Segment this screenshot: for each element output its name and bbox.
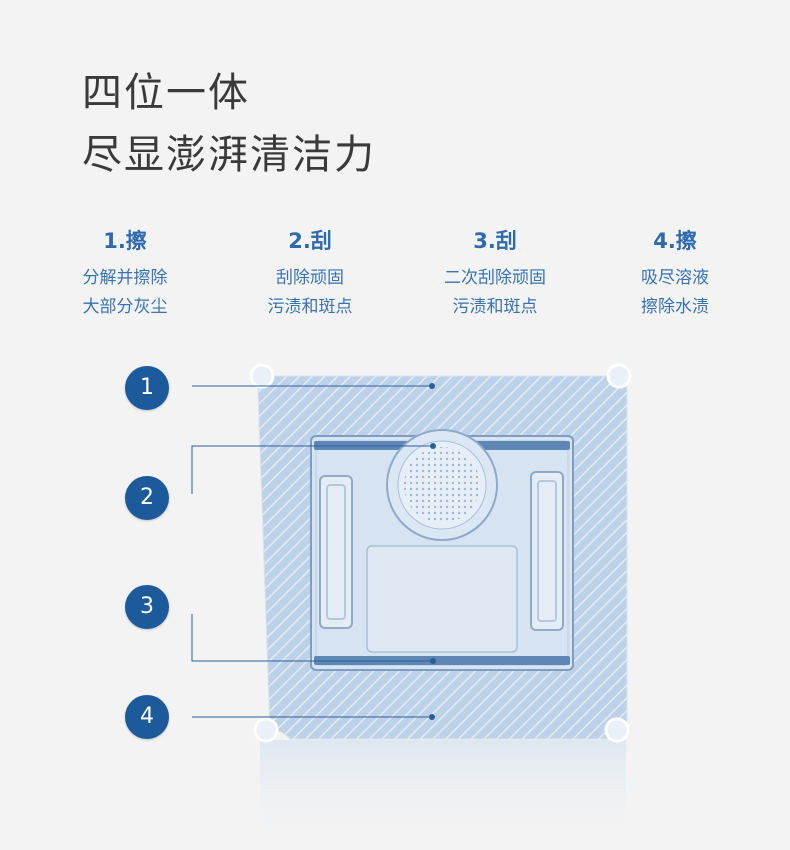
feature-title: 3.刮	[473, 229, 517, 253]
headline-line-1: 四位一体	[82, 70, 250, 116]
headline: 四位一体 尽显澎湃清洁力	[82, 62, 376, 186]
feature-title: 2.刮	[288, 229, 332, 253]
callout-badge-2: 2	[125, 476, 169, 520]
corner-marker-icon	[253, 717, 279, 743]
headline-line-2: 尽显澎湃清洁力	[82, 132, 376, 178]
center-panel	[366, 545, 518, 653]
scraper-bottom	[314, 656, 570, 665]
feature-desc-line-2: 污渍和斑点	[267, 297, 353, 317]
feature-desc-line-1: 二次刮除顽固	[444, 268, 546, 288]
corner-marker-icon	[249, 363, 275, 389]
callout-line-3	[191, 614, 433, 662]
feature-title: 4.擦	[653, 229, 697, 253]
callout-badge-1: 1	[125, 366, 169, 410]
feature-item-3: 3.刮 二次刮除顽固 污渍和斑点	[410, 226, 580, 322]
left-track	[319, 475, 353, 629]
feature-title: 1.擦	[103, 229, 147, 253]
feature-item-1: 1.擦 分解并擦除 大部分灰尘	[40, 226, 210, 322]
pad-reflection	[260, 740, 626, 850]
feature-desc-line-1: 吸尽溶液	[641, 268, 709, 288]
callout-badge-3: 3	[125, 585, 169, 629]
corner-marker-icon	[604, 717, 630, 743]
feature-item-2: 2.刮 刮除顽固 污渍和斑点	[225, 226, 395, 322]
right-track	[530, 471, 564, 631]
callout-line-2	[191, 445, 433, 494]
feature-item-4: 4.擦 吸尽溶液 擦除水渍	[590, 226, 760, 322]
callout-badge-4: 4	[125, 695, 169, 739]
feature-desc-line-1: 刮除顽固	[276, 268, 344, 288]
feature-desc-line-2: 污渍和斑点	[452, 297, 538, 317]
feature-desc-line-2: 大部分灰尘	[82, 297, 168, 317]
corner-marker-icon	[606, 363, 632, 389]
feature-desc-line-1: 分解并擦除	[82, 268, 168, 288]
feature-desc-line-2: 擦除水渍	[641, 297, 709, 317]
